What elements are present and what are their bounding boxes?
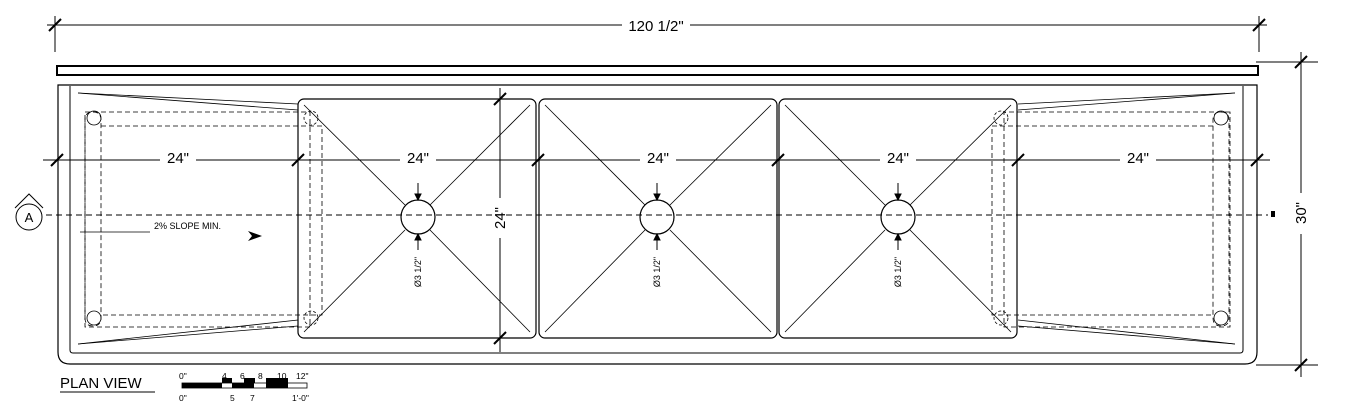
bowl-depth-dimension xyxy=(493,88,507,352)
overall-depth-label: 30" xyxy=(1293,202,1310,224)
overall-depth-dimension xyxy=(1256,52,1318,377)
drain-3-label: Ø3 1/2" xyxy=(893,257,903,287)
view-title: PLAN VIEW xyxy=(60,375,143,392)
scale-top-1: 4 xyxy=(222,371,227,381)
sink-outer-body xyxy=(57,84,1258,365)
compartment-1 xyxy=(297,98,537,339)
section-dimension-line xyxy=(43,153,1270,167)
drain-3 xyxy=(880,199,916,235)
right-drainboard xyxy=(991,92,1236,345)
scale-top-0: 0" xyxy=(179,371,187,381)
scale-bottom-2: 7 xyxy=(250,393,255,403)
scale-bottom-3: 1'-0" xyxy=(292,393,309,403)
section-width-1: 24" xyxy=(167,150,189,167)
sink-inner-rim xyxy=(69,86,1244,354)
scale-top-5: 12" xyxy=(296,371,308,381)
scale-top-4: 10 xyxy=(277,371,287,381)
section-marker-label: A xyxy=(25,210,34,225)
drain-2-label: Ø3 1/2" xyxy=(652,257,662,287)
slope-note: 2% SLOPE MIN. xyxy=(154,221,221,231)
overall-width-dimension xyxy=(47,16,1267,52)
section-width-5: 24" xyxy=(1127,150,1149,167)
slope-arrow xyxy=(248,231,262,241)
bowl-depth-label: 24" xyxy=(492,207,509,229)
compartment-2 xyxy=(538,98,778,339)
left-drainboard xyxy=(77,92,323,345)
scale-top-2: 6 xyxy=(240,371,245,381)
overall-width-label: 120 1/2" xyxy=(628,18,683,35)
scale-bottom-1: 5 xyxy=(230,393,235,403)
section-width-3: 24" xyxy=(647,150,669,167)
graphic-scale xyxy=(181,378,308,389)
drain-1-label: Ø3 1/2" xyxy=(413,257,423,287)
scale-top-3: 8 xyxy=(258,371,263,381)
section-cut-end xyxy=(1271,211,1275,217)
section-marker xyxy=(14,193,44,231)
section-width-2: 24" xyxy=(407,150,429,167)
scale-bottom-0: 0" xyxy=(179,393,187,403)
section-width-4: 24" xyxy=(887,150,909,167)
compartment-3 xyxy=(778,98,1018,339)
drain-2 xyxy=(639,199,675,235)
backsplash xyxy=(56,65,1259,76)
drain-1 xyxy=(400,199,436,235)
